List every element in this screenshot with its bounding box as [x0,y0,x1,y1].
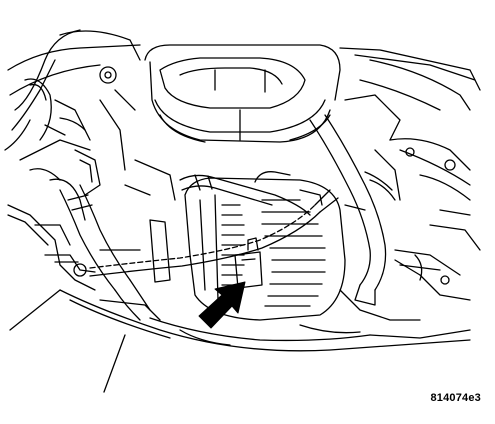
leader-line-bottom [103,334,126,393]
leader-line-left [9,289,61,331]
oil-filter-housing [144,44,341,143]
lower-left-bracket [7,204,96,331]
lower-right-bracket [299,259,471,334]
left-hose-assembly [59,184,151,321]
right-coolant-hose [309,114,396,306]
lower-shield [59,289,471,393]
wiring-harness [89,189,339,277]
upper-left-engine-parts [4,29,141,221]
pointer-arrow [198,281,246,329]
figure-id-label: 814074e3 [430,392,481,404]
center-left-details [99,159,176,321]
upper-right-engine-parts [339,47,481,281]
top-pipe [179,174,311,216]
alternator [184,171,346,321]
